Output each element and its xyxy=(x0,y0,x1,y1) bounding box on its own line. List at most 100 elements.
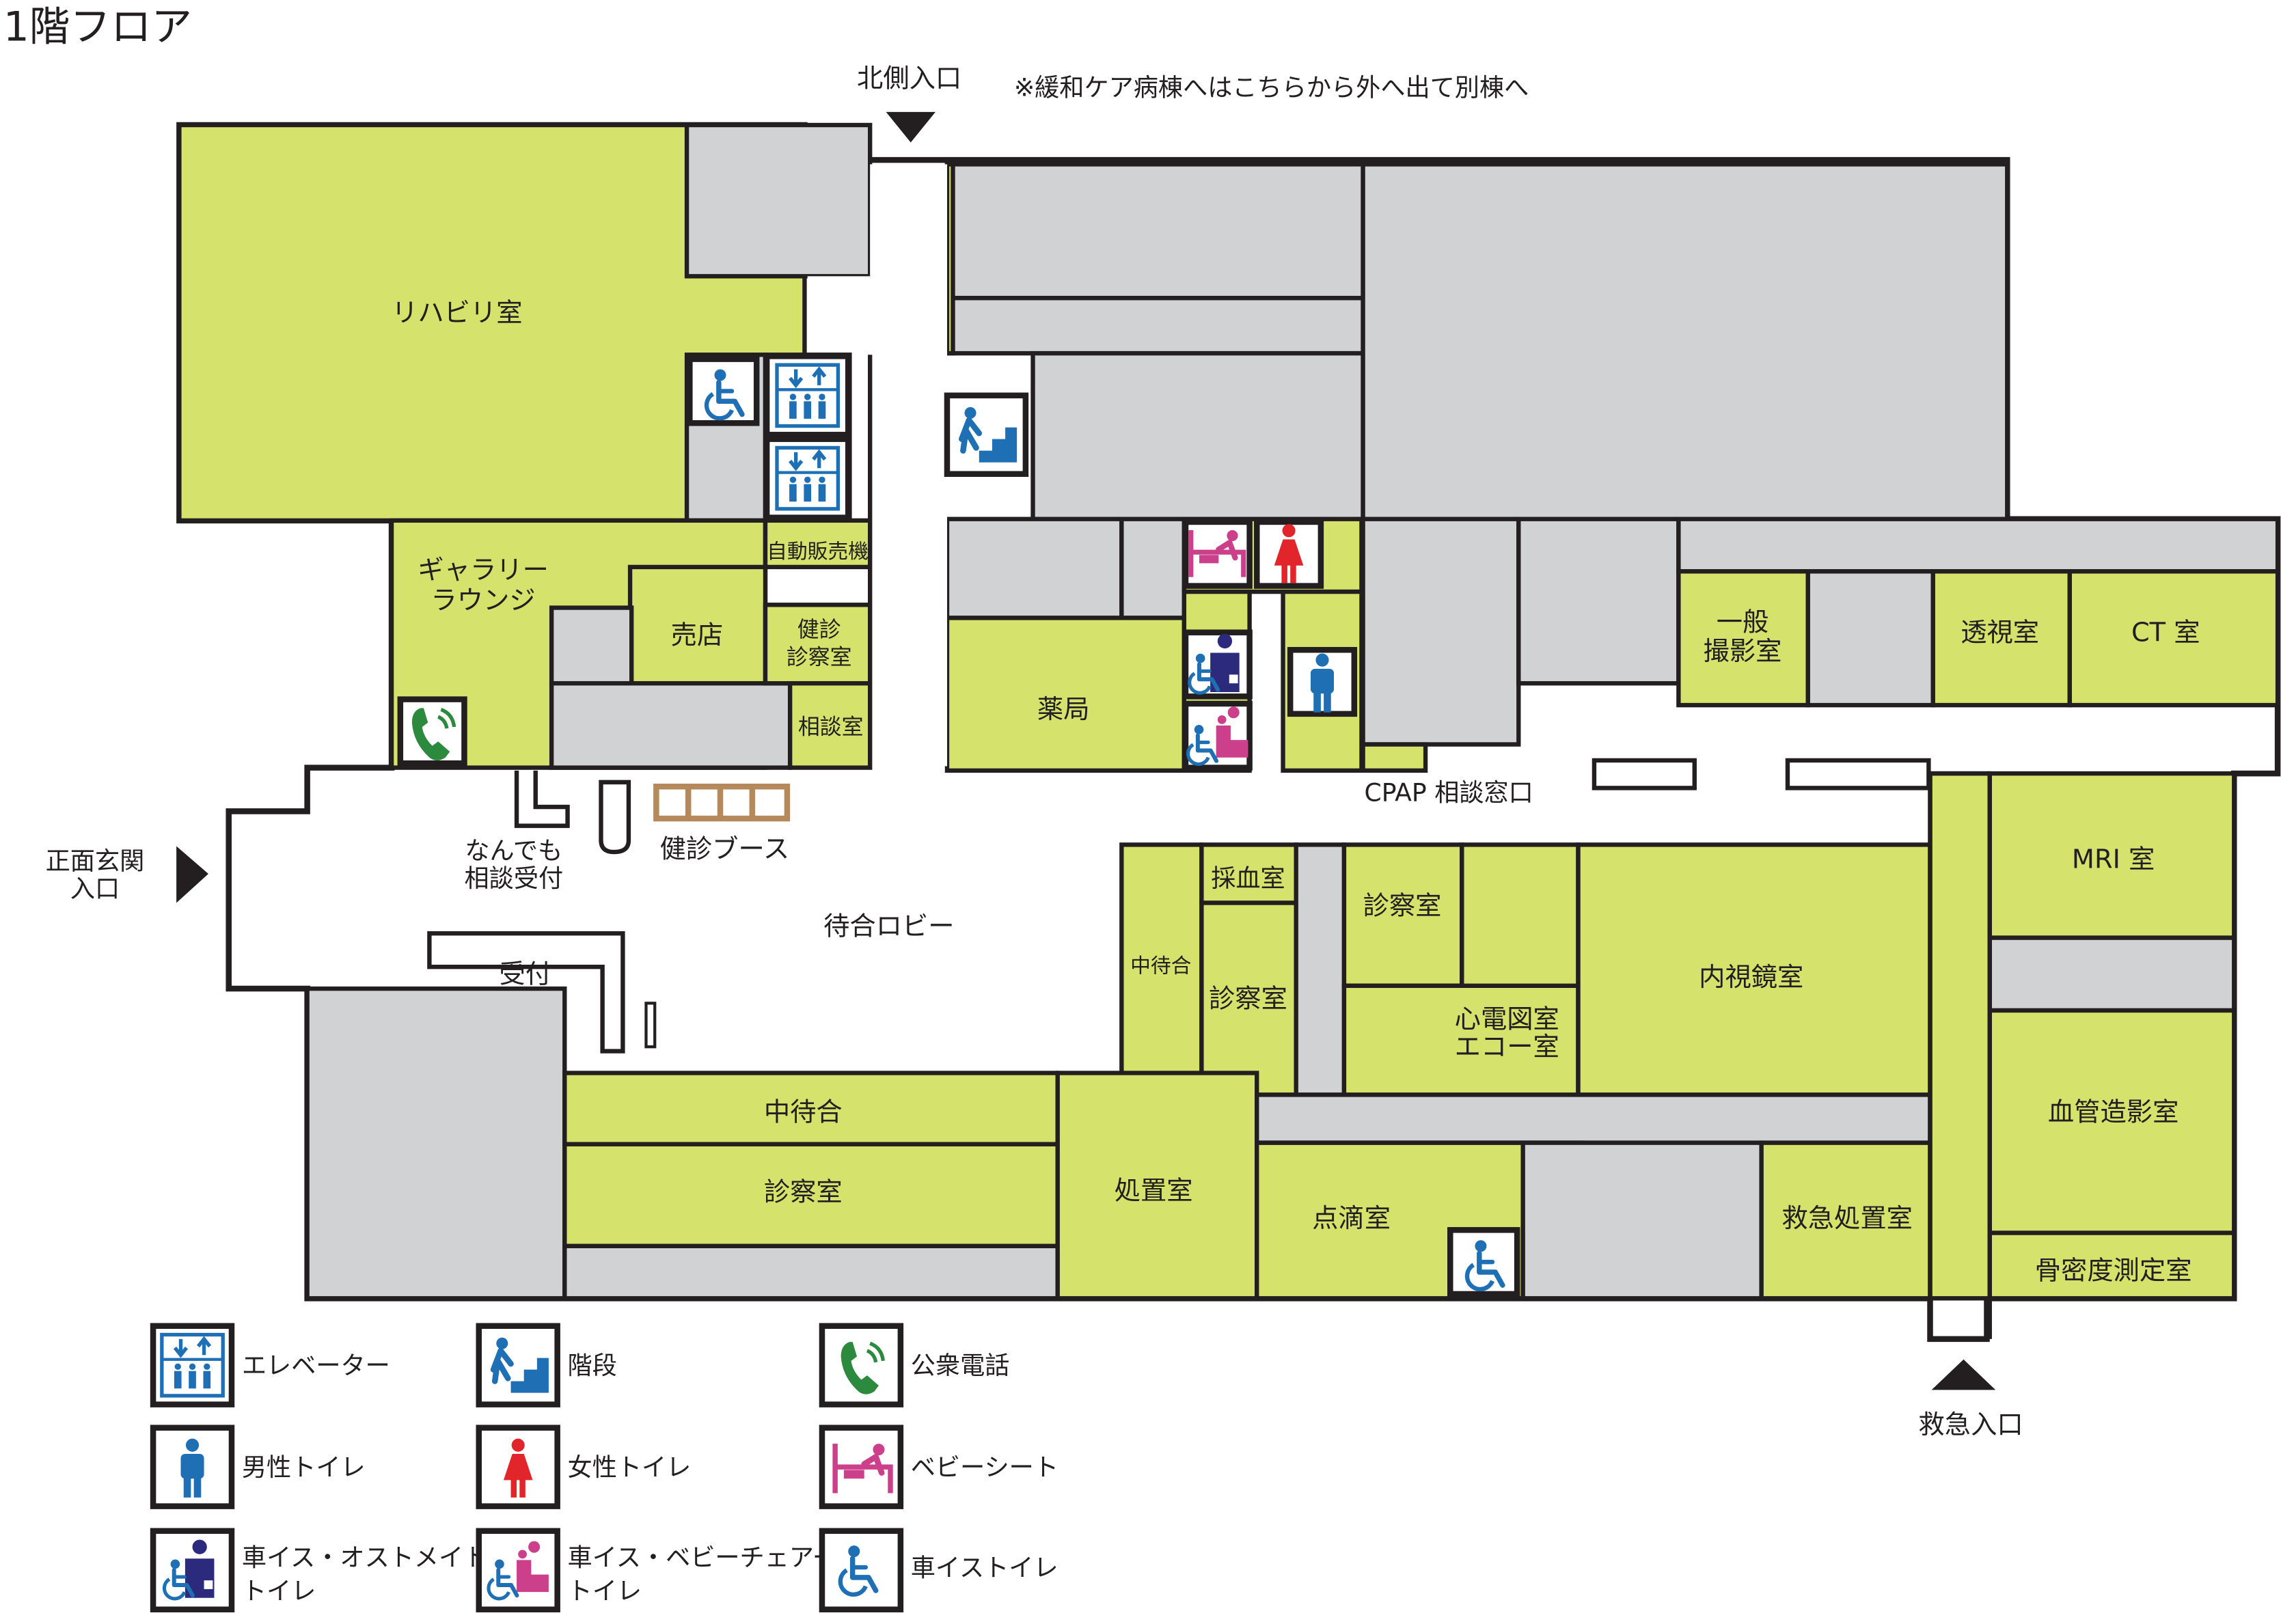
stairs-icon xyxy=(944,392,1029,477)
exam-room[interactable] xyxy=(562,1142,1060,1248)
waiting-lobby-label: 待合ロビー xyxy=(823,911,955,941)
endoscopy-label: 内視鏡室 xyxy=(1699,962,1803,993)
payphone-icon xyxy=(819,1323,904,1407)
mri-room[interactable] xyxy=(1987,771,2237,940)
bone-density-room[interactable] xyxy=(1987,1230,2237,1301)
fluoroscopy-room[interactable] xyxy=(1930,569,2072,708)
service-area xyxy=(1255,1092,1932,1145)
treatment-room[interactable] xyxy=(1055,1071,1259,1301)
xray-label: 一般 xyxy=(1717,607,1769,638)
emergency-room-label: 救急処置室 xyxy=(1781,1203,1913,1234)
emergency-entrance-label: 救急入口 xyxy=(1918,1409,2023,1440)
mri-label: MRI 室 xyxy=(2072,844,2155,875)
treatment-label: 処置室 xyxy=(1115,1176,1193,1207)
consult-label: 相談室 xyxy=(798,714,864,740)
service-area xyxy=(944,162,1365,301)
ct-label: CT 室 xyxy=(2131,617,2200,648)
legend-label: 車イストイレ xyxy=(911,1553,1058,1582)
floor-title: 1階フロア xyxy=(3,4,192,51)
service-area xyxy=(1294,842,1347,1097)
ostomate-toilet-icon xyxy=(150,1528,235,1612)
womens-toilet-icon xyxy=(476,1425,560,1509)
vending-area[interactable] xyxy=(763,518,873,570)
angiography-room[interactable] xyxy=(1987,1008,2237,1235)
reception-label: 受付 xyxy=(500,959,552,990)
wheelchair-baby-toilet-icon xyxy=(476,1528,560,1612)
mid-waiting-label: 中待合 xyxy=(764,1097,843,1128)
main-entrance-arrow xyxy=(176,846,208,903)
checkup-exam-room[interactable] xyxy=(763,603,873,686)
checkup-label: 健診 xyxy=(797,616,841,642)
fixture xyxy=(644,1002,657,1049)
service-area xyxy=(1516,517,1681,686)
service-area xyxy=(1030,350,1365,521)
corridor xyxy=(807,276,871,355)
legend-label: 女性トイレ xyxy=(568,1453,692,1482)
cpap-window[interactable] xyxy=(1361,742,1428,773)
blood-draw-label: 採血室 xyxy=(1211,864,1285,893)
ct-room[interactable] xyxy=(2067,569,2280,708)
service-area xyxy=(562,1243,1060,1301)
reception-counter xyxy=(427,931,625,1054)
bone-density-label: 骨密度測定室 xyxy=(2035,1256,2192,1286)
baby-seat-icon xyxy=(1182,519,1253,589)
stairs-icon xyxy=(476,1323,560,1407)
service-area xyxy=(684,122,873,279)
legend-label: ベビーシート xyxy=(911,1453,1058,1482)
payphone-icon xyxy=(397,696,467,767)
counter xyxy=(1592,758,1697,790)
exam-label: 診察室 xyxy=(1363,891,1442,922)
corridor xyxy=(1928,771,1992,1301)
service-area xyxy=(1805,569,1935,708)
baby-seat-icon xyxy=(819,1425,904,1509)
wall-strip xyxy=(944,162,955,356)
ostomate-toilet-icon xyxy=(1182,629,1253,700)
service-area xyxy=(1119,517,1187,620)
elevator-icon xyxy=(150,1323,235,1407)
emergency-treatment-room[interactable] xyxy=(1759,1140,1932,1301)
north-entrance-arrow xyxy=(886,111,935,143)
legend-label: 階段 xyxy=(568,1351,617,1380)
north-entrance-label: 北側入口 xyxy=(857,64,961,94)
main-entrance-label: 正面玄関 xyxy=(46,847,145,876)
desk xyxy=(599,780,631,855)
elevator-icon xyxy=(763,353,851,438)
legend-label: 男性トイレ xyxy=(242,1453,366,1482)
womens-toilet-icon xyxy=(1253,519,1324,589)
mid-waiting-label: 中待合 xyxy=(1130,954,1191,978)
legend-label: 公衆電話 xyxy=(911,1351,1010,1380)
rehab-label: リハビリ室 xyxy=(392,297,523,328)
legend-label: トイレ xyxy=(242,1576,316,1606)
service-area xyxy=(549,680,793,770)
ecg-label: エコー室 xyxy=(1455,1032,1559,1062)
cpap-label: CPAP 相談窓口 xyxy=(1364,778,1533,808)
ecg-echo-room xyxy=(1460,842,1581,988)
wheelchair-toilet-icon xyxy=(1447,1227,1520,1297)
service-area xyxy=(944,517,1124,620)
pharmacy-label: 薬局 xyxy=(1037,694,1090,725)
legend-label: トイレ xyxy=(568,1576,642,1606)
wheelchair-baby-toilet-icon xyxy=(1182,700,1253,771)
xray-label: 撮影室 xyxy=(1704,636,1782,667)
vending-label: 自動販売機 xyxy=(767,540,869,564)
wheelchair-toilet-icon xyxy=(819,1528,904,1612)
service-area xyxy=(549,605,634,686)
ecg-label: 心電図室 xyxy=(1455,1004,1559,1035)
exam-label: 診察室 xyxy=(1209,984,1287,1015)
legend-label: エレベーター xyxy=(242,1351,390,1380)
blood-draw-room[interactable] xyxy=(1199,842,1298,905)
palliative-note: ※緩和ケア病棟へはこちらから外へ出て別棟へ xyxy=(1014,72,1529,102)
legend-label: 車イス・オストメイト xyxy=(242,1543,488,1572)
drip-label: 点滴室 xyxy=(1312,1203,1391,1234)
service-area xyxy=(1520,1140,1764,1301)
any-consult-label: 相談受付 xyxy=(465,864,564,893)
corridor xyxy=(870,164,947,767)
shop[interactable] xyxy=(627,564,768,686)
service-area xyxy=(305,986,567,1301)
checkup-booth-label: 健診ブース xyxy=(660,834,790,865)
fluoroscopy-label: 透視室 xyxy=(1961,617,2039,648)
counter xyxy=(1785,758,1931,790)
emergency-entrance-arrow xyxy=(1931,1359,1996,1390)
endoscopy-room[interactable] xyxy=(1576,842,1932,1097)
